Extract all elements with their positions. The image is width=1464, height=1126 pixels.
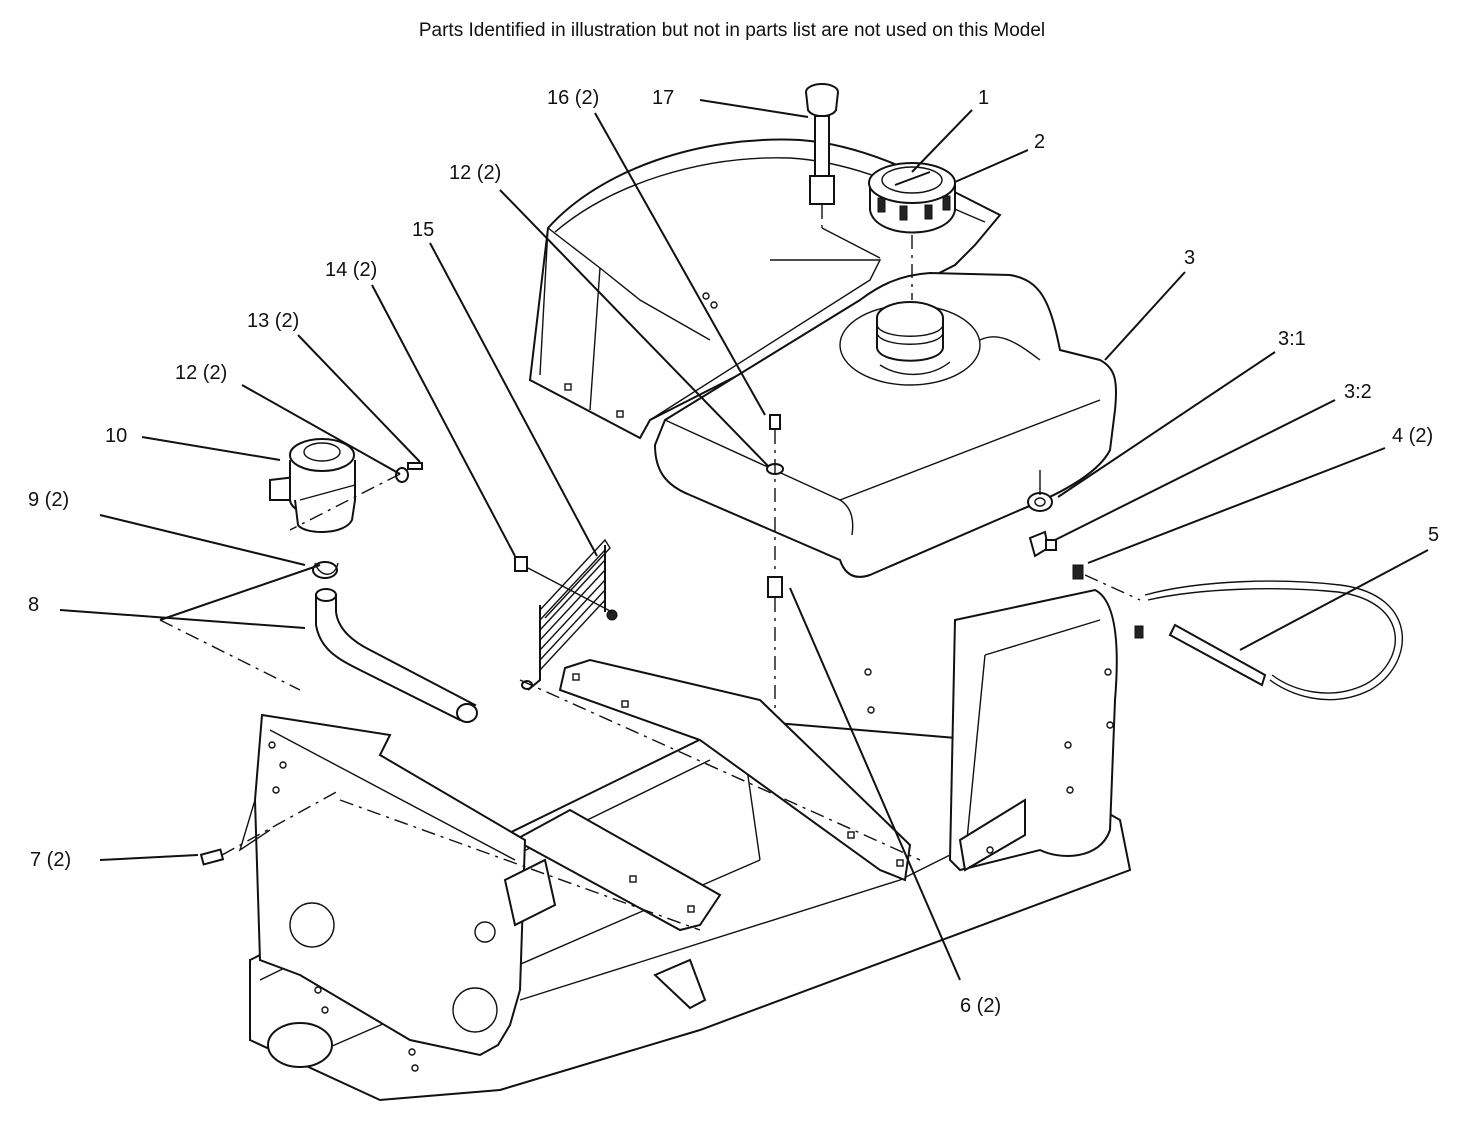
callout-9: 9 (2) [28, 489, 69, 511]
fuel-fittings-drawing [1027, 470, 1141, 601]
callout-3-1: 3:1 [1278, 328, 1306, 350]
fuel-cap-drawing [868, 162, 956, 234]
screen-drawing [514, 538, 618, 691]
callout-15: 15 [412, 219, 434, 241]
callout-3: 3 [1184, 247, 1195, 269]
callout-1: 1 [978, 87, 989, 109]
leader-lines [59, 99, 1429, 981]
fuel-gauge-drawing [805, 83, 839, 228]
header-note: Parts Identified in illustration but not… [418, 20, 1046, 41]
callout-12-mid: 12 (2) [449, 162, 501, 184]
callout-17: 17 [652, 87, 674, 109]
callout-13: 13 (2) [247, 310, 299, 332]
reservoir-drawing [269, 438, 423, 579]
callout-7: 7 (2) [30, 849, 71, 871]
callout-14: 14 (2) [325, 259, 377, 281]
callout-8: 8 [28, 594, 39, 616]
callout-12-left: 12 (2) [175, 362, 227, 384]
callout-6: 6 (2) [960, 995, 1001, 1017]
callout-10: 10 [105, 425, 127, 447]
bolt-7-drawing [199, 848, 225, 866]
mount-hardware-drawing [766, 414, 784, 740]
callout-3-2: 3:2 [1344, 381, 1372, 403]
shield-panel-drawing [238, 713, 557, 1057]
callout-2: 2 [1034, 131, 1045, 153]
callout-16: 16 (2) [547, 87, 599, 109]
fuel-line-drawing [1071, 580, 1403, 701]
callout-5: 5 [1428, 524, 1439, 546]
fuel-tank-drawing [653, 271, 1118, 578]
hose-drawing [315, 588, 478, 723]
callout-4: 4 (2) [1392, 425, 1433, 447]
